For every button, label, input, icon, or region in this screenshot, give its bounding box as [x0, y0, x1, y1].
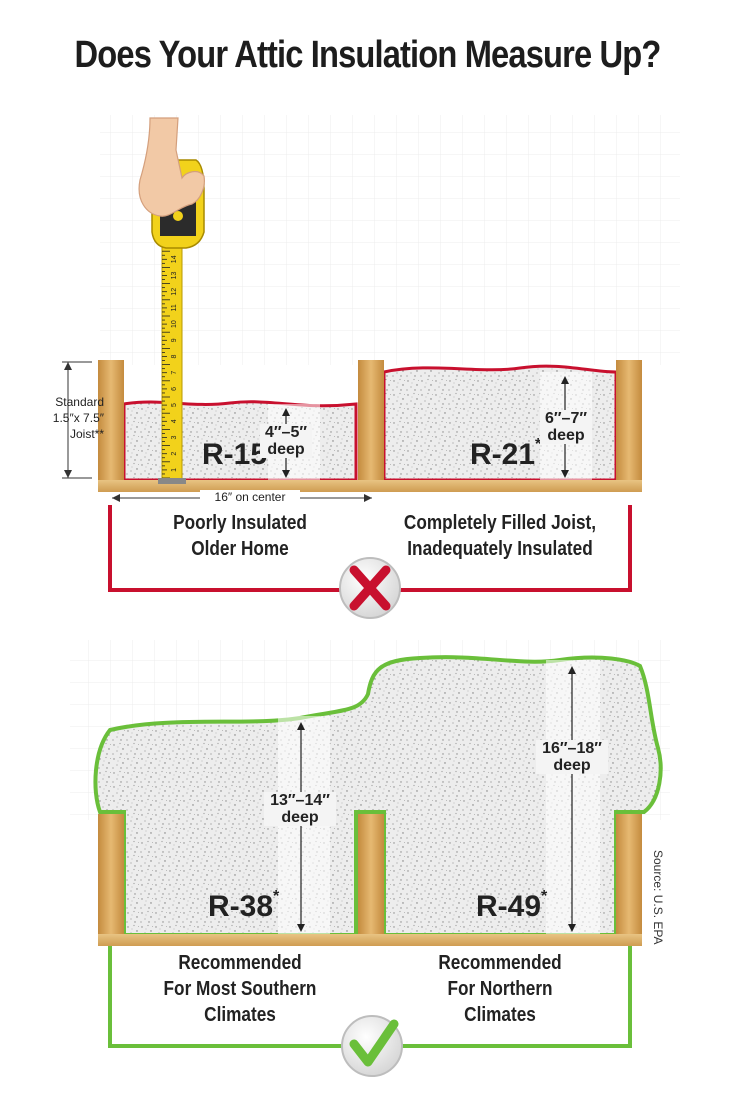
tape-number: 11 — [171, 304, 178, 311]
tape-number: 6 — [171, 387, 178, 391]
insulation-mound — [93, 655, 663, 937]
tape-number: 8 — [171, 354, 178, 358]
caption-north: Recommended For Northern Climates — [438, 952, 562, 1026]
tape-number: 3 — [171, 435, 178, 439]
tape-number: 1 — [171, 468, 178, 472]
caption-poor: Poorly Insulated Older Home — [173, 512, 307, 560]
depth-band-r49 — [546, 660, 600, 935]
joist-label: Standard 1.5″x 7.5″ Joist** — [52, 395, 104, 441]
tape-number: 5 — [171, 403, 178, 407]
checkmark-icon — [341, 1015, 403, 1077]
x-mark-icon — [339, 557, 401, 619]
joist-right-bottom — [616, 814, 642, 936]
joist-right — [616, 360, 642, 482]
ceiling-board-bottom — [98, 934, 642, 946]
tape-number: 9 — [171, 338, 178, 342]
depth-label-r15: 4″–5″ deep — [260, 424, 312, 458]
tape-number: 2 — [171, 452, 178, 456]
joist-middle — [358, 360, 384, 482]
ceiling-board-top — [98, 480, 642, 492]
tape-number: 13 — [171, 272, 178, 280]
tape-number: 12 — [171, 288, 178, 296]
r-value-r38: R-38* — [208, 888, 280, 923]
depth-label-r21: 6″–7″ deep — [540, 410, 592, 444]
source-note: Source: U.S. EPA — [651, 850, 665, 944]
joist-left — [98, 360, 124, 482]
r-value-r21: R-21* — [470, 436, 542, 471]
page-title: Does Your Attic Insulation Measure Up? — [74, 34, 662, 76]
caption-south: Recommended For Most Southern Climates — [163, 952, 317, 1026]
caption-filled: Completely Filled Joist, Inadequately In… — [403, 512, 597, 560]
spacing-label: 16″ on center — [200, 490, 300, 504]
joist-middle-bottom — [358, 814, 384, 936]
hand — [138, 117, 205, 217]
joist-left-bottom — [98, 814, 124, 936]
tape-number: 4 — [171, 419, 178, 423]
inadequate-caption-frame — [108, 505, 632, 592]
recommended-caption-frame — [108, 945, 632, 1048]
tape-number: 7 — [171, 371, 178, 375]
tape-number: 14 — [171, 255, 178, 263]
r-value-r49: R-49* — [476, 888, 548, 923]
depth-label-r49: 16″–18″ deep — [536, 740, 608, 774]
depth-label-r38: 13″–14″ deep — [264, 792, 336, 826]
tape-number: 10 — [171, 320, 178, 328]
